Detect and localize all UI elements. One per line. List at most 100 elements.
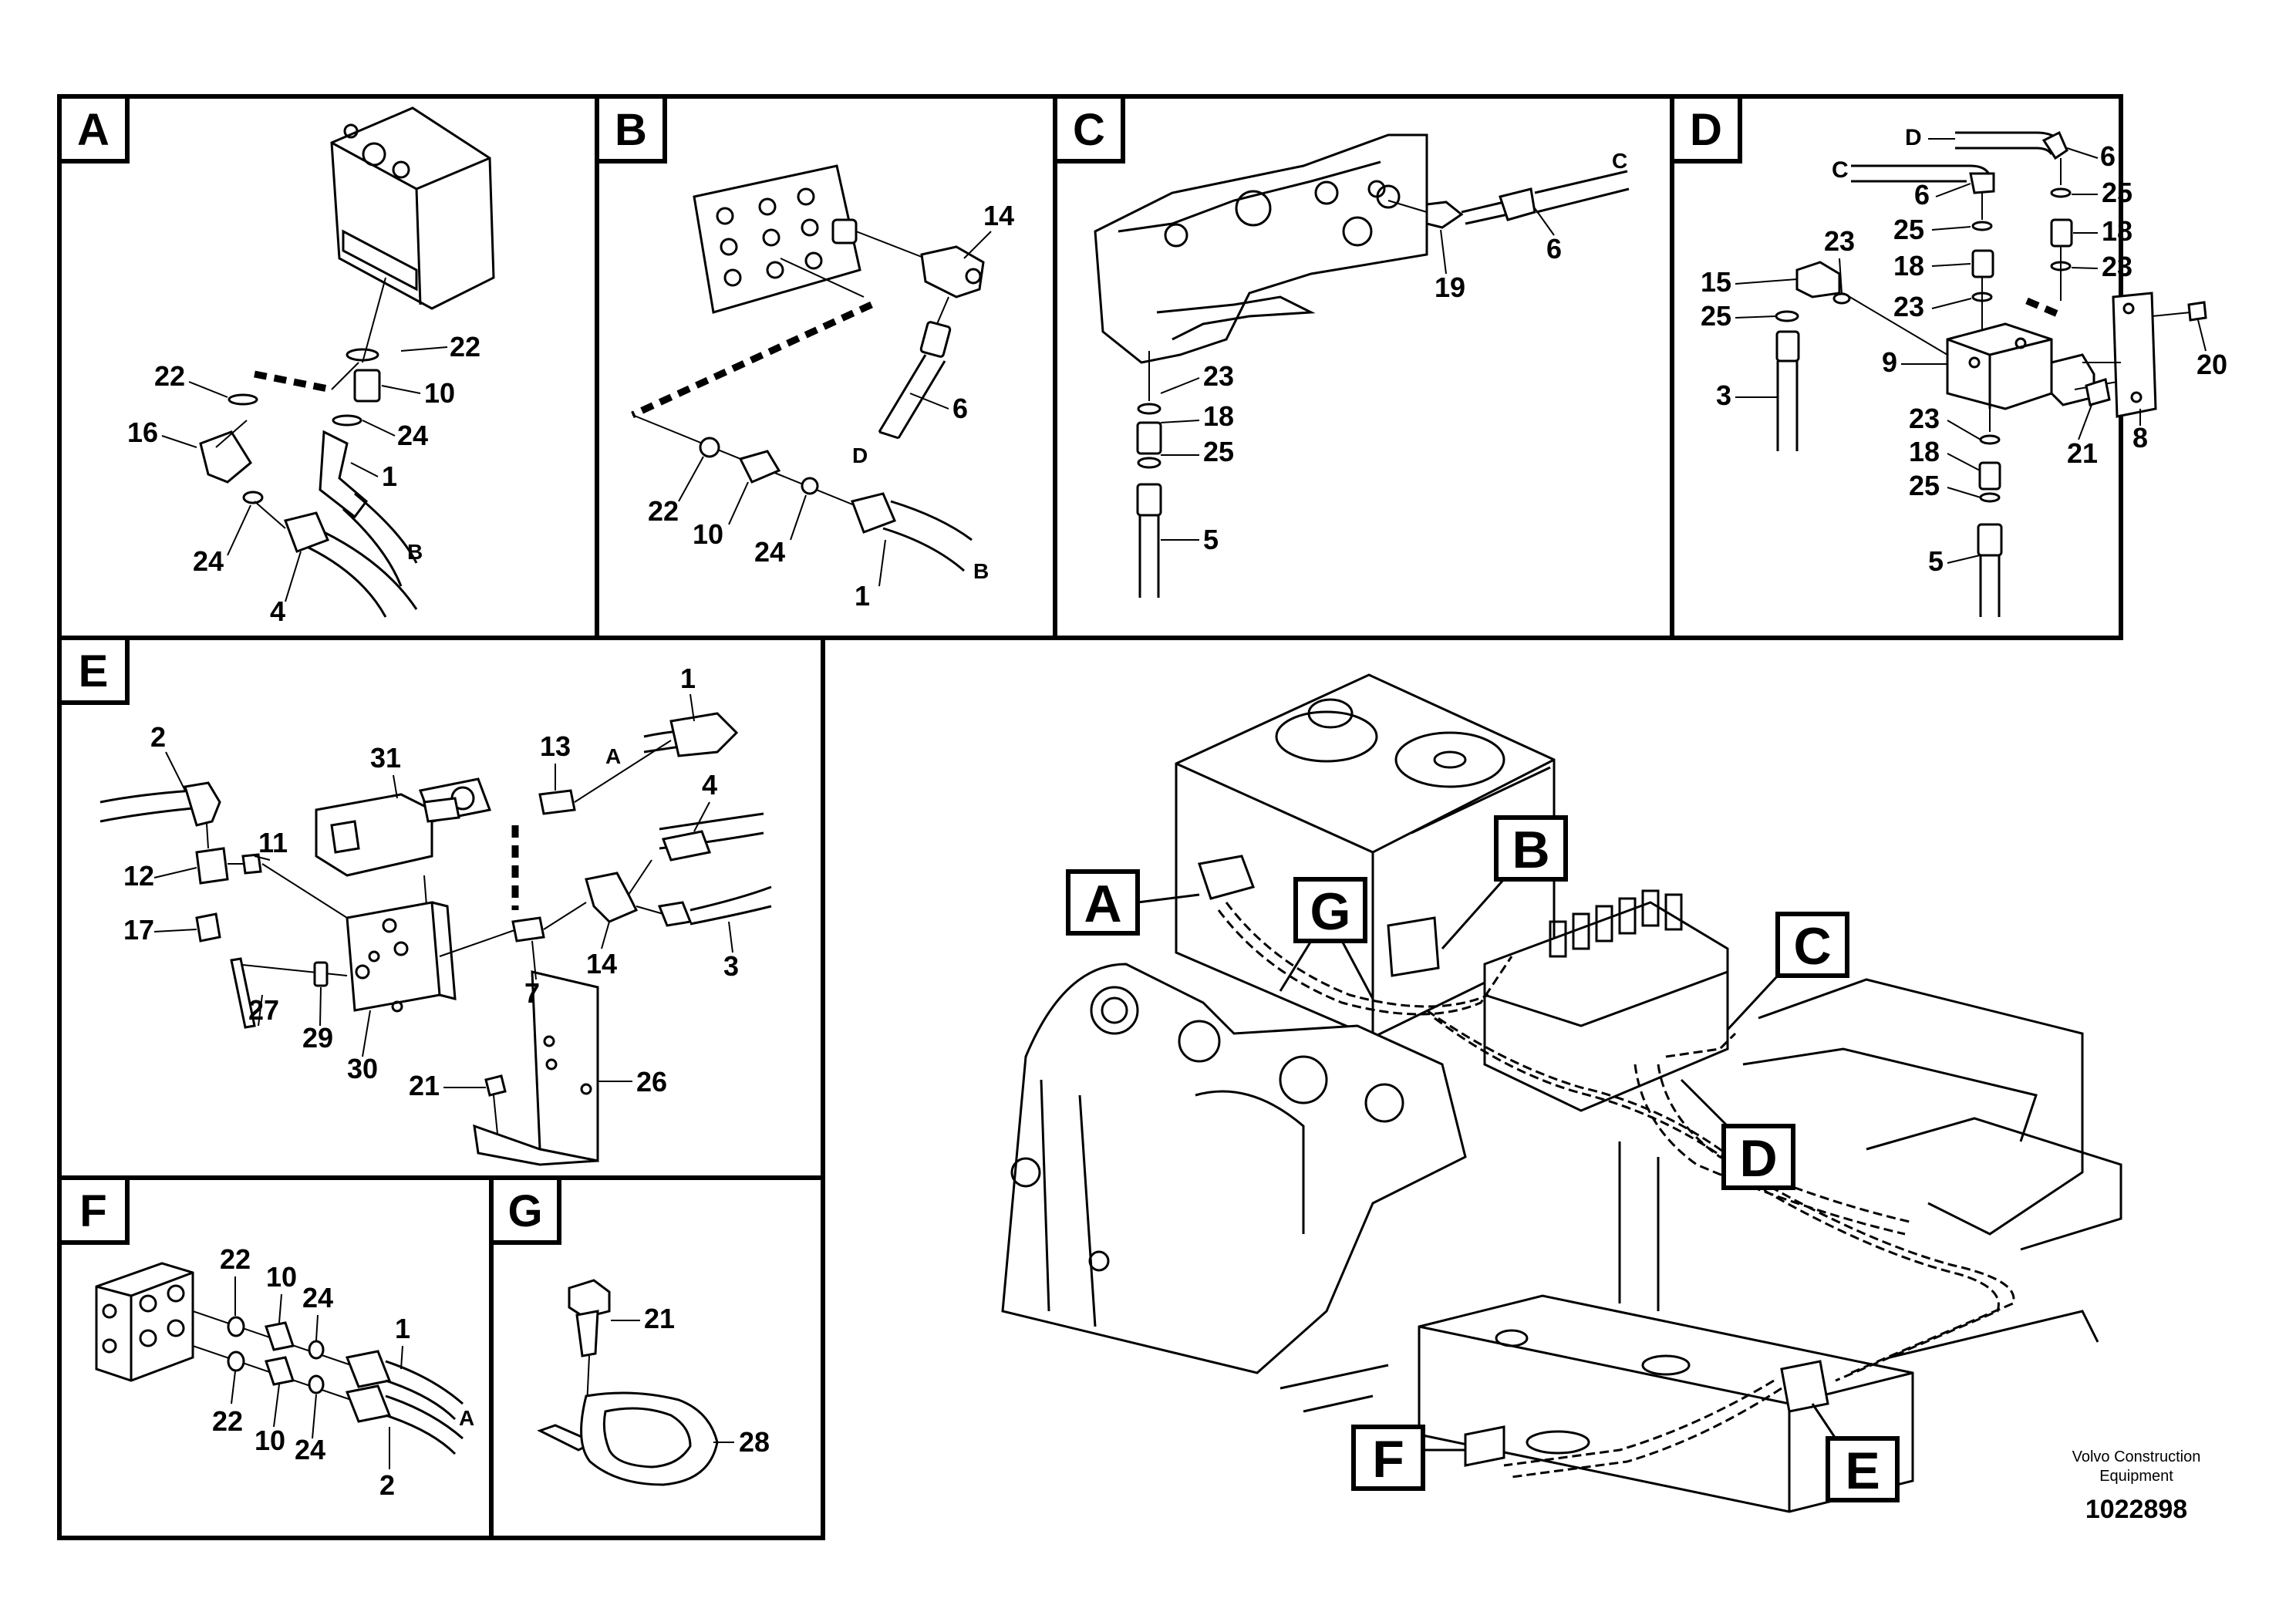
panel-e-callouts: 1 A 2 31 13 4 11 12 17 27 29 30 7 14 3 2… (123, 663, 739, 1101)
panel-a-drawing (199, 106, 495, 618)
svg-text:8: 8 (2132, 422, 2148, 454)
svg-text:E: E (79, 646, 109, 696)
svg-text:22: 22 (648, 495, 679, 527)
svg-text:D: D (1690, 105, 1722, 155)
svg-text:G: G (507, 1186, 542, 1236)
svg-text:B: B (407, 540, 423, 564)
svg-text:G: G (1310, 882, 1351, 941)
panel-b-drawing (631, 164, 985, 572)
svg-text:10: 10 (693, 518, 723, 550)
svg-text:27: 27 (248, 994, 279, 1026)
svg-text:B: B (615, 105, 647, 155)
svg-text:23: 23 (1909, 403, 1940, 434)
svg-text:6: 6 (1914, 179, 1930, 211)
svg-text:1: 1 (382, 460, 397, 492)
svg-text:Equipment: Equipment (2099, 1468, 2173, 1485)
svg-text:4: 4 (702, 769, 717, 801)
svg-text:1: 1 (680, 663, 696, 694)
svg-text:11: 11 (258, 827, 288, 858)
svg-text:21: 21 (409, 1070, 440, 1101)
svg-text:23: 23 (1893, 291, 1924, 322)
panel-label-g: G (489, 1175, 561, 1245)
panel-a-callouts: 22 16 24 4 22 10 24 1 B (127, 331, 480, 627)
svg-text:22: 22 (450, 331, 480, 363)
svg-text:16: 16 (127, 416, 158, 448)
svg-text:25: 25 (1909, 470, 1940, 501)
svg-text:6: 6 (2100, 140, 2116, 172)
svg-text:19: 19 (1435, 271, 1465, 303)
panel-f-drawing (95, 1262, 464, 1455)
panel-e-drawing (99, 712, 772, 1166)
svg-text:D: D (852, 443, 868, 467)
panel-f-callouts: 22 10 24 1 A 22 10 24 2 (212, 1243, 474, 1501)
svg-text:A: A (605, 744, 621, 768)
svg-text:25: 25 (1203, 436, 1234, 467)
svg-text:18: 18 (1893, 250, 1924, 282)
svg-text:C: C (1612, 149, 1627, 173)
svg-text:B: B (973, 559, 989, 583)
svg-text:24: 24 (754, 536, 785, 568)
svg-text:18: 18 (1203, 400, 1234, 432)
svg-text:18: 18 (1909, 436, 1940, 467)
svg-text:23: 23 (1824, 225, 1855, 257)
svg-text:4: 4 (270, 595, 285, 627)
svg-text:6: 6 (1546, 233, 1562, 265)
svg-text:17: 17 (123, 914, 154, 946)
panel-label-b: B (595, 94, 667, 164)
svg-text:10: 10 (255, 1425, 285, 1456)
svg-text:A: A (77, 105, 110, 155)
svg-text:18: 18 (2102, 215, 2132, 247)
panel-label-e: E (57, 636, 130, 705)
svg-text:D: D (1739, 1129, 1777, 1188)
svg-text:3: 3 (1716, 379, 1731, 411)
svg-text:22: 22 (220, 1243, 251, 1275)
svg-text:31: 31 (370, 742, 401, 774)
svg-text:1: 1 (855, 580, 870, 612)
svg-text:23: 23 (2102, 251, 2132, 282)
svg-text:3: 3 (723, 950, 739, 982)
svg-text:Volvo Construction: Volvo Construction (2072, 1448, 2201, 1465)
svg-text:28: 28 (739, 1426, 770, 1458)
svg-text:24: 24 (295, 1434, 325, 1465)
svg-text:6: 6 (952, 393, 968, 424)
svg-text:25: 25 (1701, 300, 1731, 332)
svg-text:2: 2 (150, 721, 166, 753)
svg-text:30: 30 (347, 1053, 378, 1084)
panel-d-callouts: D 6 C 6 25 25 18 18 23 23 23 15 25 3 9 2… (1701, 125, 2227, 577)
svg-text:C: C (1793, 917, 1831, 976)
svg-text:26: 26 (636, 1066, 667, 1098)
svg-text:25: 25 (1893, 214, 1924, 245)
svg-text:5: 5 (1203, 524, 1219, 555)
svg-text:E: E (1845, 1442, 1880, 1500)
panel-d-drawing (1775, 130, 2207, 617)
svg-text:23: 23 (1203, 360, 1234, 392)
panel-label-d: D (1670, 94, 1742, 164)
svg-text:24: 24 (302, 1282, 333, 1313)
svg-text:9: 9 (1882, 346, 1897, 378)
panel-g-callouts: 21 28 (611, 1303, 770, 1458)
svg-text:A: A (459, 1406, 474, 1430)
svg-text:5: 5 (1928, 545, 1944, 577)
panel-label-c: C (1053, 94, 1125, 164)
svg-text:7: 7 (524, 977, 540, 1009)
svg-text:13: 13 (540, 730, 571, 762)
svg-text:10: 10 (424, 377, 455, 409)
svg-text:22: 22 (154, 360, 185, 392)
svg-text:10: 10 (266, 1261, 297, 1293)
svg-text:29: 29 (302, 1022, 333, 1054)
svg-text:21: 21 (2067, 437, 2098, 469)
svg-text:A: A (1084, 875, 1121, 933)
panel-b-callouts: 14 6 D 22 10 24 1 B (648, 200, 1014, 612)
drawing-number: 1022898 (2085, 1495, 2187, 1524)
publisher-credit: Volvo Construction Equipment 1022898 (2072, 1448, 2201, 1524)
overview-callouts: A G B C D F E (1066, 815, 1900, 1502)
svg-text:C: C (1832, 157, 1849, 183)
panel-g-drawing (537, 1279, 719, 1486)
svg-text:B: B (1512, 821, 1549, 879)
svg-text:C: C (1073, 105, 1105, 155)
svg-text:D: D (1905, 125, 1922, 150)
svg-text:20: 20 (2197, 349, 2227, 380)
svg-text:2: 2 (379, 1469, 395, 1501)
svg-text:24: 24 (193, 545, 224, 577)
